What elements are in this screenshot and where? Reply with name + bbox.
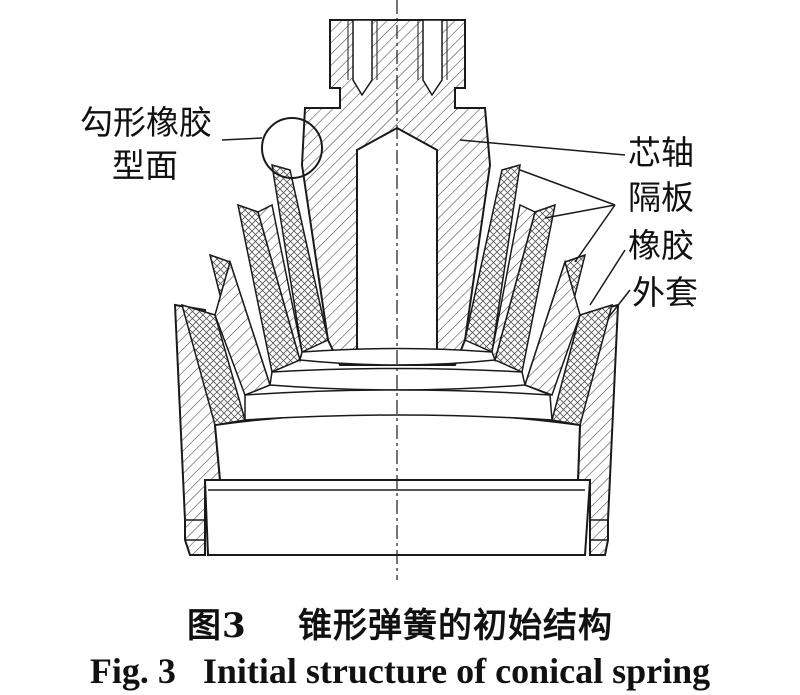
hook-rubber-surface-marker (261, 117, 323, 179)
label-partition: 隔板 (628, 178, 694, 217)
caption-chinese: 图3 锥形弹簧的初始结构 (0, 598, 800, 647)
mandrel (300, 19, 492, 366)
label-mandrel: 芯轴 (628, 133, 694, 172)
leader-lines (221, 137, 631, 319)
label-hook-rubber-surface-line1: 勾形橡胶 (80, 103, 212, 142)
caption-en-title: Initial structure of conical spring (202, 651, 711, 691)
caption-english: Fig. 3 Initial structure of conical spri… (0, 650, 800, 692)
label-rubber: 橡胶 (628, 226, 694, 265)
outer-sleeve (173, 303, 620, 556)
conical-spring-cross-section (173, 0, 631, 580)
label-hook-rubber-surface-line2: 型面 (112, 146, 178, 185)
label-outer-sleeve: 外套 (632, 273, 698, 312)
caption-en-number: Fig. 3 (89, 651, 176, 691)
partitions (214, 203, 581, 396)
caption-cn-number: 图3 (186, 606, 247, 646)
caption-cn-title: 锥形弹簧的初始结构 (298, 606, 614, 646)
